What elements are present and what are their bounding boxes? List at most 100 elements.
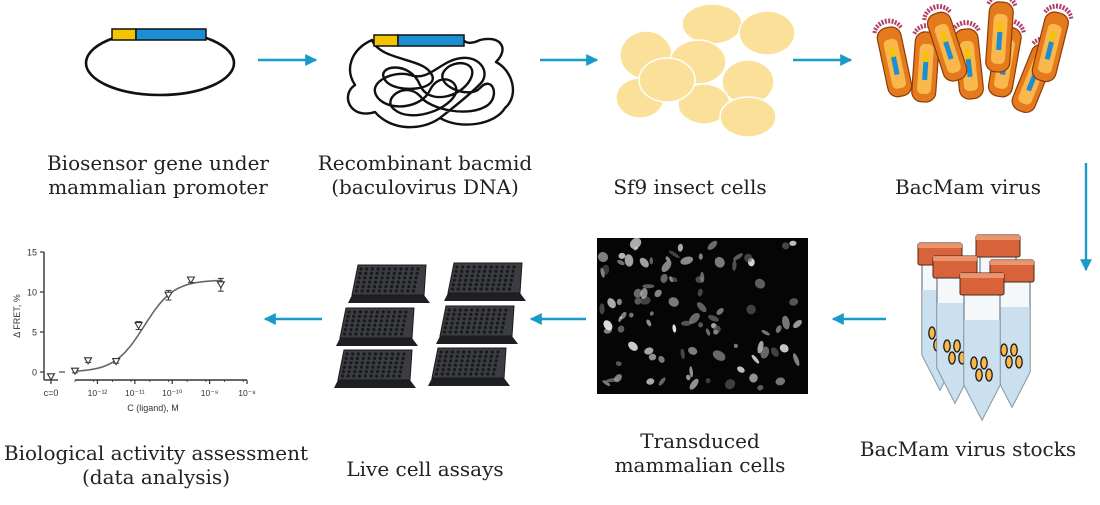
plate-well — [488, 274, 491, 277]
plate-well — [395, 361, 398, 364]
tube-virus-particle — [1006, 356, 1012, 368]
plate-well — [382, 310, 385, 313]
plate-well — [451, 287, 454, 290]
plate-well — [395, 289, 398, 292]
plate-well — [453, 368, 456, 371]
plate-well — [377, 332, 380, 335]
plate-well — [512, 270, 515, 273]
plate-well — [489, 326, 492, 329]
plate-well — [353, 310, 356, 313]
virus-spike — [882, 20, 884, 25]
virus-spike — [925, 11, 929, 15]
label-sf9-cells: Sf9 insect cells — [585, 175, 795, 199]
plate-well — [457, 287, 460, 290]
plate-well — [486, 317, 489, 320]
plate-well — [455, 326, 458, 329]
plate-well — [503, 283, 506, 286]
plate-well — [463, 372, 466, 375]
plate-well — [487, 368, 490, 371]
plate-well — [386, 319, 389, 322]
plate-well — [377, 366, 380, 369]
plate-well — [357, 319, 360, 322]
virus-spike — [1044, 10, 1048, 13]
plate-well — [375, 276, 378, 279]
plate-well — [435, 372, 438, 375]
plate-well — [389, 289, 392, 292]
plate-well — [452, 283, 455, 286]
virus-spike — [1012, 0, 1016, 3]
plate-well — [372, 361, 375, 364]
plate-well — [483, 330, 486, 333]
plate-well — [436, 368, 439, 371]
plate-well — [491, 287, 494, 290]
biosensor-gene-segment — [136, 29, 206, 40]
plate-well — [468, 287, 471, 290]
plate-well — [360, 366, 363, 369]
plate-well — [482, 308, 485, 311]
plate-well — [382, 370, 385, 373]
plate-well — [500, 270, 503, 273]
plate-well — [346, 319, 349, 322]
plate-well — [484, 265, 487, 268]
plate-well — [362, 324, 365, 327]
plate-well — [439, 350, 442, 353]
tube-virus-particle — [1001, 344, 1007, 356]
plate-well — [385, 281, 388, 284]
plate-well — [482, 274, 485, 277]
plate-well — [391, 281, 394, 284]
label-line: (data analysis) — [0, 465, 312, 489]
plate-well — [369, 374, 372, 377]
plate-well — [492, 283, 495, 286]
plate-well — [458, 283, 461, 286]
plate-well — [396, 357, 399, 360]
y-tick-label: 0 — [32, 368, 37, 378]
stock-tube — [960, 273, 1004, 420]
plate-well — [464, 368, 467, 371]
plate-well — [478, 355, 481, 358]
plate-well — [356, 324, 359, 327]
plate-well — [400, 366, 403, 369]
virus-spike — [1052, 4, 1055, 9]
plate-well — [456, 322, 459, 325]
x-tick-label: 10⁻⁹ — [201, 388, 219, 398]
plate-well — [483, 270, 486, 273]
plate-well — [368, 324, 371, 327]
plate-well — [380, 319, 383, 322]
plate-well — [399, 310, 402, 313]
plate-well — [439, 355, 442, 358]
plate-well — [447, 368, 450, 371]
plate-well — [469, 372, 472, 375]
plate-well — [495, 359, 498, 362]
plate-well — [364, 374, 367, 377]
plate-well — [458, 372, 461, 375]
plate-well — [389, 328, 392, 331]
plate-well — [501, 265, 504, 268]
plate-well — [412, 289, 415, 292]
plate-well — [397, 352, 400, 355]
plate-well — [449, 330, 452, 333]
label-live-cell-assays: Live cell assays — [330, 457, 520, 481]
plate-well — [402, 281, 405, 284]
microplates-illustration — [334, 263, 526, 388]
virus-spike — [1013, 4, 1017, 6]
plate-well — [368, 281, 371, 284]
plate-well — [457, 317, 460, 320]
plate-well — [367, 357, 370, 360]
plate-well — [366, 289, 369, 292]
plate-well — [496, 350, 499, 353]
plate-well — [351, 352, 354, 355]
plate-well — [471, 364, 474, 367]
label-line: Live cell assays — [330, 457, 520, 481]
label-line: Recombinant bacmid — [305, 151, 545, 175]
plate-well — [494, 330, 497, 333]
plate-well — [468, 317, 471, 320]
plate-well — [354, 366, 357, 369]
plate-well — [473, 322, 476, 325]
plate-well — [393, 272, 396, 275]
sf9-cells-illustration — [616, 4, 795, 137]
virus-spike — [1021, 27, 1025, 30]
plate-well — [350, 328, 353, 331]
plate-well — [494, 364, 497, 367]
plate-well — [476, 368, 479, 371]
virus-spike — [891, 19, 894, 24]
